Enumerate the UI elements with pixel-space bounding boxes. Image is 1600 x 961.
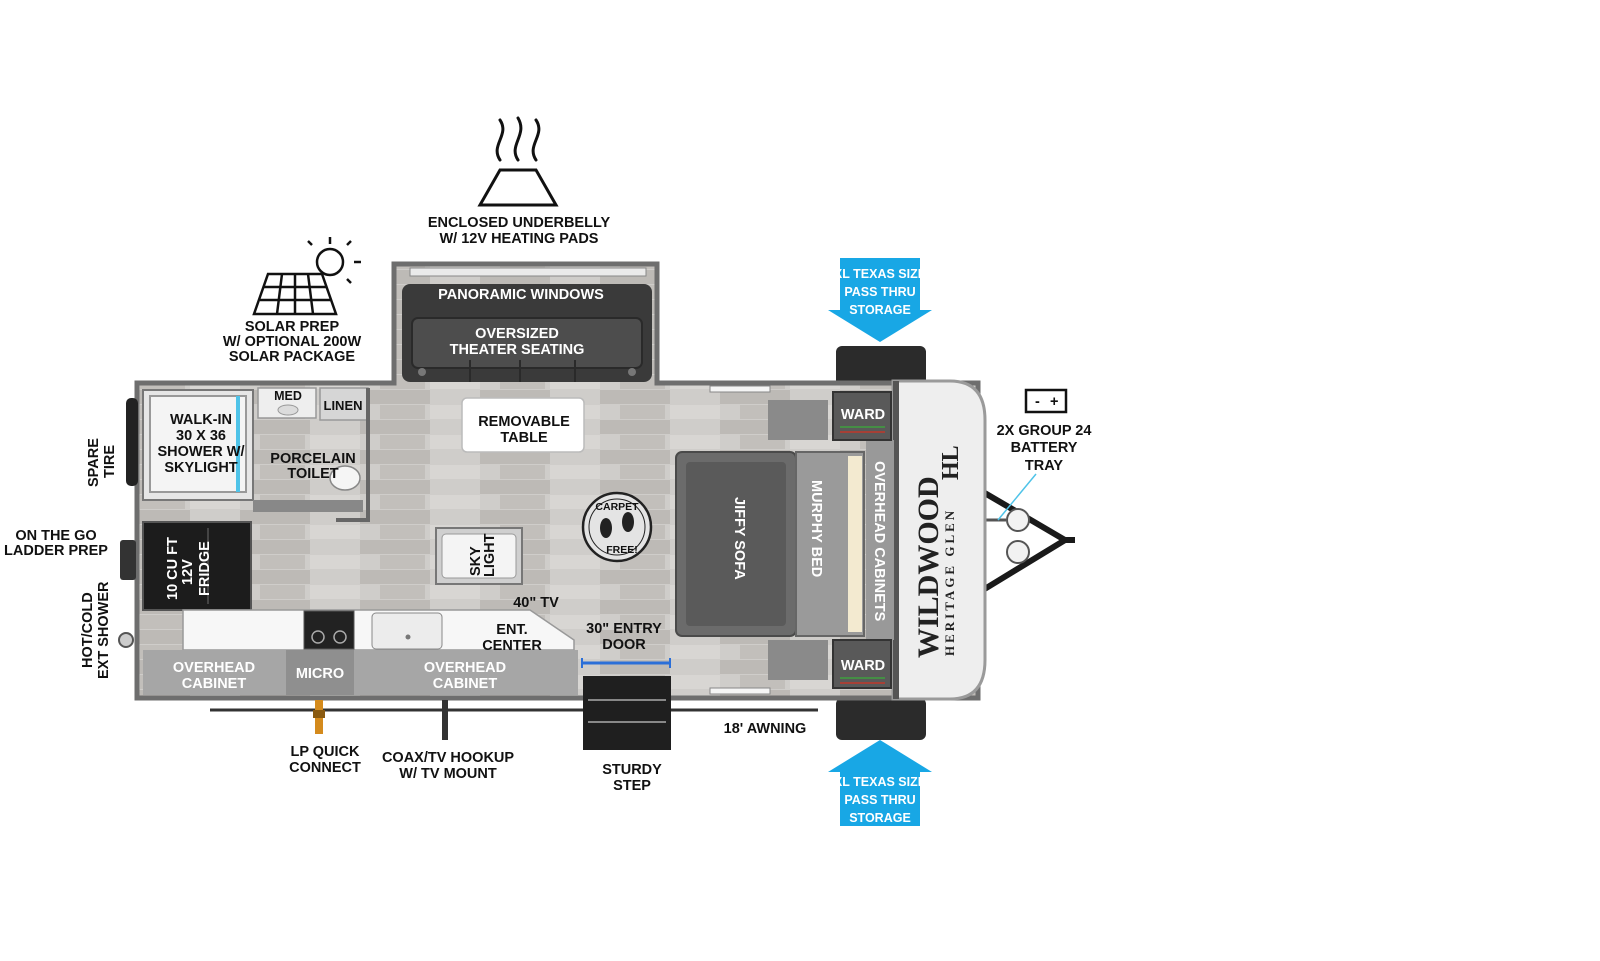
battery-label-2: BATTERY [1011,440,1078,456]
entry-door-label-2: DOOR [602,637,646,653]
propane-tank [1006,508,1030,532]
logo-line: HERITAGE GLEN [942,508,957,656]
sink [371,612,443,650]
hitch [981,489,1075,593]
skylight-label: SKY [468,546,484,576]
underbelly-label: ENCLOSED UNDERBELLY [428,215,611,231]
storage-top-label-2: PASS THRU [844,285,915,299]
cooktop [303,610,355,650]
ent-center-label: ENT. [496,622,527,638]
storage-bottom-label: XL TEXAS SIZE [834,775,926,789]
toilet [329,465,361,491]
battery-label-3: TRAY [1025,458,1063,474]
fridge-label-2: 12V [180,559,196,585]
toilet-label: PORCELAIN [270,451,355,467]
wardrobe-bottom [832,639,892,689]
solar-panel-icon [252,237,361,316]
ext-shower-label-2: EXT SHOWER [96,581,112,679]
solar-label-3: SOLAR PACKAGE [229,349,356,365]
propane-hose-icon [313,700,325,734]
solar-label: SOLAR PREP [245,319,340,335]
table-label: REMOVABLE [478,414,570,430]
spare-tire [126,398,138,486]
shower-label: WALK-IN [170,412,232,428]
overhead-cabinet-mid-label-2: CABINET [433,676,498,692]
shower-label-2: 30 X 36 [176,428,226,444]
overhead-cabinets-label: OVERHEAD CABINETS [871,461,887,622]
coax-label: COAX/TV HOOKUP [382,750,514,766]
jiffy-sofa-label: JIFFY SOFA [731,497,747,580]
fridge-label-3: FRIDGE [197,541,213,596]
battery-negative-label: - [1035,394,1040,410]
table-label-2: TABLE [500,430,548,446]
ward-bottom-label: WARD [841,658,885,674]
murphy-bed-label: MURPHY BED [808,480,824,577]
bed-area [675,391,894,689]
storage-arrow-top [828,258,932,342]
propane-tank [1006,540,1030,564]
skylight-label-2: LIGHT [482,533,498,577]
shower-label-4: SKYLIGHT [164,460,237,476]
storage-top-label: XL TEXAS SIZE [834,267,926,281]
bathroom [142,387,370,522]
carpet-free-badge-icon [581,491,653,563]
battery-icon: - + [1024,388,1068,414]
shower [149,395,247,493]
fridge-label: 10 CU FT [165,537,181,600]
panoramic-windows-label: PANORAMIC WINDOWS [438,287,604,303]
storage-bottom-label-2: PASS THRU [844,793,915,807]
battery-positive-label: + [1050,394,1058,410]
toilet-label-2: TOILET [287,466,338,482]
theater-label-2: THEATER SEATING [450,342,585,358]
logo-brand: WILDWOOD [912,476,945,658]
heat-icon [477,116,559,207]
lp-label: LP QUICK [290,744,360,760]
tv-label: 40" TV [513,595,559,611]
removable-table [461,397,585,453]
battery-label: 2X GROUP 24 [997,423,1092,439]
theater-label: OVERSIZED [475,326,559,342]
spare-tire-label-2: TIRE [102,445,118,478]
lp-label-2: CONNECT [289,760,361,776]
storage-bay-bottom [836,698,926,740]
ladder-label: ON THE GO [15,528,96,544]
ext-shower-label: HOT/COLD [80,592,96,668]
logo-model: HL [938,445,964,480]
linen-closet [319,387,369,421]
awning-label: 18' AWNING [724,721,807,737]
entry-door-label: 30" ENTRY [586,621,662,637]
storage-arrow-bottom [828,740,932,826]
coax-cable-icon [442,700,448,740]
coax-label-2: W/ TV MOUNT [399,766,497,782]
linen-label: LINEN [324,398,363,413]
med-label: MED [274,389,302,403]
micro-label: MICRO [296,666,344,682]
overhead-cabinet-mid-label: OVERHEAD [424,660,506,676]
storage-bay-top [836,346,926,386]
carpet-free-label: CARPET [595,501,639,513]
overhead-cabinet-left-label: OVERHEAD [173,660,255,676]
fridge [142,521,252,611]
overhead-cabinets-front [866,440,894,640]
spare-tire-label: SPARE [86,438,102,487]
storage-bottom-label-3: STORAGE [849,811,911,825]
ladder-label-2: LADDER PREP [4,543,108,559]
galley [143,609,578,695]
ladder-bracket [120,540,136,580]
step-label-2: STEP [613,778,651,794]
overhead-cabinet-left-label-2: CABINET [182,676,247,692]
ward-top-label: WARD [841,407,885,423]
theater-seating [402,284,652,382]
shower-label-3: SHOWER W/ [158,444,245,460]
underbelly-label-2: W/ 12V HEATING PADS [440,231,599,247]
microwave [286,650,354,695]
carpet-free-label-2: FREE! [606,544,638,556]
ent-center-label-2: CENTER [482,638,542,654]
ext-shower-port [118,632,134,648]
solar-label-2: W/ OPTIONAL 200W [223,334,362,350]
storage-top-label-3: STORAGE [849,303,911,317]
sturdy-step [583,676,671,750]
step-label: STURDY [602,762,662,778]
